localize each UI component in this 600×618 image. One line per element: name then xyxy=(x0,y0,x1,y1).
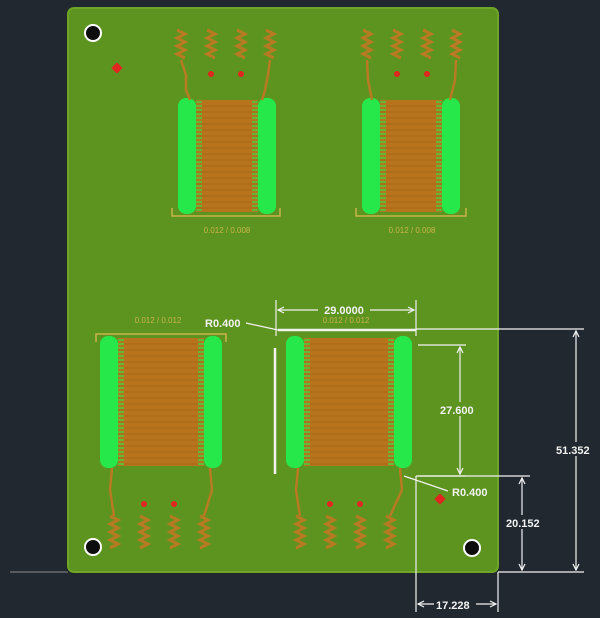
footprint-bottom-left-spring xyxy=(106,514,122,550)
silk-label-bottom-right: 0.012 / 0.012 xyxy=(323,316,370,325)
footprint-bottom-left-body xyxy=(118,338,204,466)
footprint-bottom-right-spring xyxy=(322,514,338,550)
footprint-bottom-left-spring xyxy=(166,514,182,550)
footprint-top-left-pad-column xyxy=(178,98,196,214)
footprint-top-right-pad-column xyxy=(362,98,380,214)
footprint-bottom-left-pad-column xyxy=(204,336,222,468)
footprint-top-right-spring xyxy=(389,28,405,60)
mounting-hole-icon xyxy=(84,24,102,42)
pcb-board xyxy=(67,7,499,573)
footprint-top-right-trace xyxy=(448,59,458,101)
footprint-top-left-trace xyxy=(179,59,192,101)
footprint-bottom-right-via xyxy=(327,501,333,507)
mounting-hole-icon xyxy=(84,538,102,556)
footprint-bottom-left-trace xyxy=(202,467,214,517)
footprint-top-left-spring xyxy=(262,28,278,60)
footprint-bottom-right-pad-column xyxy=(394,336,412,468)
dimension-width-top: 29.0000 xyxy=(324,305,364,317)
footprint-bottom-left-pad-column xyxy=(100,336,118,468)
footprint-top-right-via xyxy=(424,71,430,77)
fiducial-icon xyxy=(434,493,446,505)
dimension-height-lower: 20.152 xyxy=(506,518,540,530)
dimension-height-total: 51.352 xyxy=(556,445,590,457)
footprint-top-right-via xyxy=(394,71,400,77)
mounting-hole-icon xyxy=(463,539,481,557)
footprint-top-left-spring xyxy=(173,28,189,60)
footprint-bottom-left-spring xyxy=(136,514,152,550)
footprint-top-left-silk-bracket xyxy=(171,208,281,217)
footprint-top-left-pad-column xyxy=(258,98,276,214)
footprint-top-left-via xyxy=(238,71,244,77)
footprint-top-left-body xyxy=(196,100,258,212)
footprint-bottom-right-trace xyxy=(388,467,404,517)
silk-label-top-left: 0.012 / 0.008 xyxy=(204,226,251,235)
footprint-top-right-spring xyxy=(448,28,464,60)
silk-label-top-right: 0.012 / 0.008 xyxy=(389,226,436,235)
footprint-top-left-spring xyxy=(233,28,249,60)
component-footprints xyxy=(95,28,467,550)
footprint-top-right-spring xyxy=(419,28,435,60)
dimension-radius-top: R0.400 xyxy=(205,318,240,330)
footprint-bottom-right-pad-column xyxy=(286,336,304,468)
footprint-bottom-left-silk-bracket xyxy=(95,333,227,342)
footprint-top-right-silk-bracket xyxy=(355,208,467,217)
footprint-bottom-right-spring xyxy=(292,514,308,550)
footprint-bottom-left-spring xyxy=(196,514,212,550)
dimension-height-inner: 27.600 xyxy=(440,405,474,417)
footprint-bottom-left-via xyxy=(171,501,177,507)
silk-label-bottom-left: 0.012 / 0.012 xyxy=(135,316,182,325)
footprint-bottom-left-via xyxy=(141,501,147,507)
footprint-bottom-right-via xyxy=(357,501,363,507)
footprint-top-right-trace xyxy=(365,59,374,101)
footprint-top-right-body xyxy=(380,100,442,212)
footprint-top-left-via xyxy=(208,71,214,77)
footprint-bottom-right-trace xyxy=(294,467,302,517)
footprint-top-left-spring xyxy=(203,28,219,60)
dimension-width-bottom: 17.228 xyxy=(436,600,470,612)
footprint-bottom-right-spring xyxy=(352,514,368,550)
footprint-top-right-spring xyxy=(359,28,375,60)
footprint-bottom-right-spring xyxy=(382,514,398,550)
footprint-bottom-right-body xyxy=(304,338,394,466)
dimension-radius-right: R0.400 xyxy=(452,487,487,499)
dimension-lines xyxy=(245,300,584,612)
footprint-bottom-left-trace xyxy=(108,467,116,517)
footprint-top-left-trace xyxy=(260,59,272,101)
footprint-top-right-pad-column xyxy=(442,98,460,214)
